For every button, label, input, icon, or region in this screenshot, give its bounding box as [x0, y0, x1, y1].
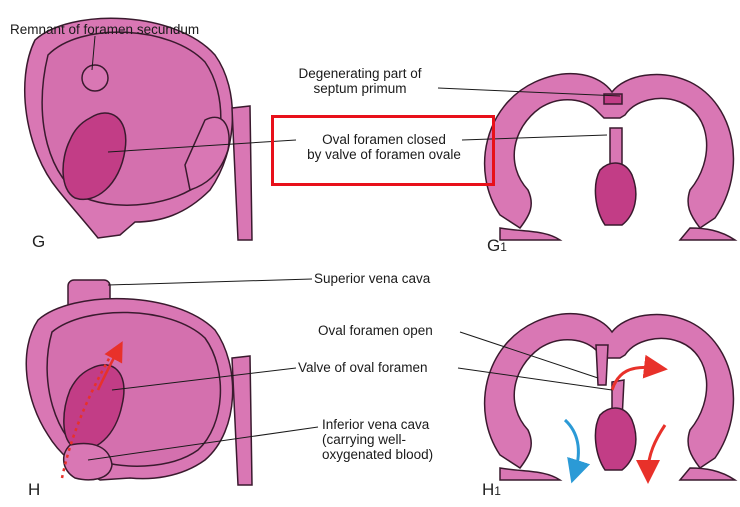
label-valve-oval-foramen: Valve of oval foramen [298, 360, 428, 375]
heart-h1-drawing [485, 314, 735, 480]
panel-letter-h: H [28, 480, 40, 500]
flow-arrow-blue [565, 420, 578, 472]
flow-arrow-red-ventricle [648, 425, 665, 472]
leader-svc [108, 279, 312, 285]
heart-g-drawing [25, 18, 252, 240]
label-degenerating-line1: Degenerating part of [280, 66, 440, 81]
highlight-box [271, 115, 495, 186]
label-oval-foramen-open: Oval foramen open [318, 323, 433, 338]
panel-g1-subscript: 1 [500, 240, 507, 254]
label-inferior-vena-cava: Inferior vena cava (carrying well- oxyge… [322, 417, 433, 462]
label-ivc-line2: (carrying well- [322, 432, 433, 447]
panel-letter-h1: H1 [482, 480, 501, 500]
panel-letter-g: G [32, 232, 45, 252]
panel-letter-g1: G1 [487, 236, 507, 256]
label-remnant-foramen-secundum: Remnant of foramen secundum [10, 22, 199, 37]
label-degenerating-septum: Degenerating part of septum primum [280, 66, 440, 96]
panel-h1-subscript: 1 [494, 484, 501, 498]
label-ivc-line1: Inferior vena cava [322, 417, 433, 432]
heart-g1-drawing [485, 74, 735, 240]
label-degenerating-line2: septum primum [280, 81, 440, 96]
label-ivc-line3: oxygenated blood) [322, 447, 433, 462]
panel-g1-letter: G [487, 236, 500, 255]
leader-valve-right [458, 368, 612, 390]
heart-h-drawing [26, 280, 252, 485]
panel-h1-letter: H [482, 480, 494, 499]
label-superior-vena-cava: Superior vena cava [314, 271, 430, 286]
